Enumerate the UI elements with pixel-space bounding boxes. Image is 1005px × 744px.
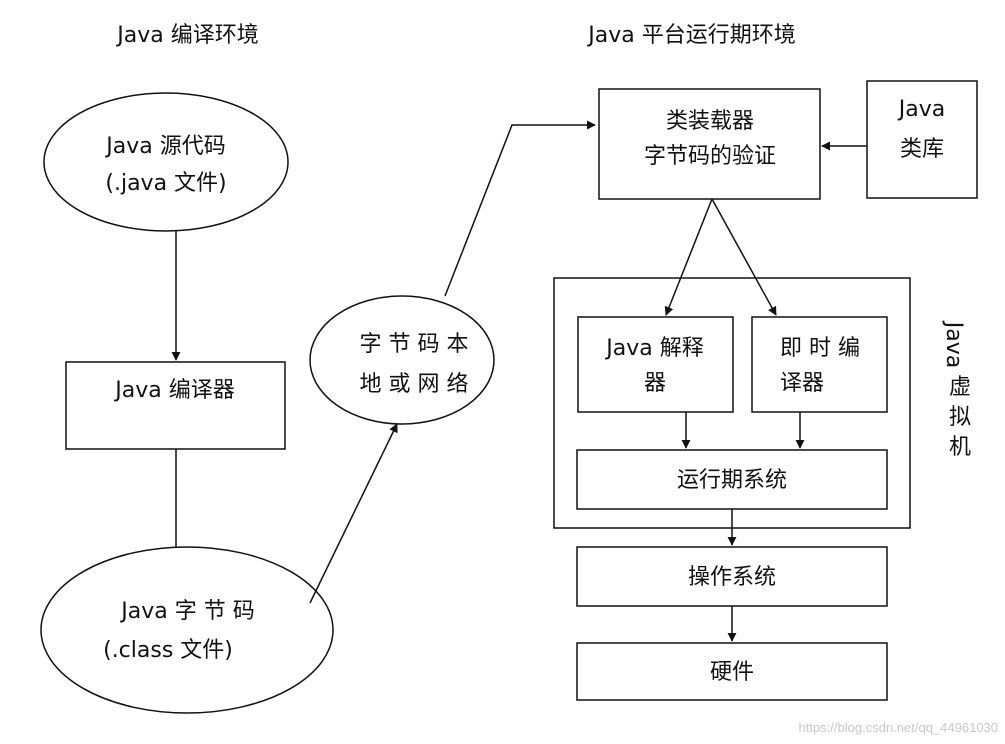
interpreter-line1: Java 解释 bbox=[604, 336, 703, 361]
jit-compiler-line2: 译器 bbox=[780, 371, 824, 396]
compile-env-heading: Java 编译环境 bbox=[115, 23, 258, 48]
class-loader-line1: 类装载器 bbox=[666, 109, 754, 134]
java-compiler-box bbox=[65, 361, 286, 450]
hardware-label: 硬件 bbox=[710, 660, 754, 685]
jvm-label-char1: 虚 bbox=[949, 375, 971, 400]
arrow-network-to-loader bbox=[444, 120, 596, 297]
bytecode-transfer-line1: 字 节 码 本 bbox=[360, 332, 469, 357]
watermark: https://blog.csdn.net/qq_44961030 bbox=[799, 720, 999, 735]
bytecode-transfer-ellipse bbox=[309, 295, 495, 425]
os-node: 操作系统 bbox=[576, 546, 888, 607]
java-bytecode-node: Java 字 节 码 (.class 文件) bbox=[40, 546, 334, 714]
arrow-bytecode-to-network bbox=[309, 423, 398, 604]
class-library-line2: 类库 bbox=[900, 137, 944, 162]
jvm-label-char3: 机 bbox=[949, 435, 971, 460]
runtime-system-box bbox=[576, 449, 888, 510]
class-library-box bbox=[866, 80, 978, 199]
class-library-node: Java 类库 bbox=[866, 80, 978, 199]
java-bytecode-line1: Java 字 节 码 bbox=[119, 599, 254, 624]
java-bytecode-ellipse bbox=[40, 546, 334, 714]
java-source-line1: Java 源代码 bbox=[104, 134, 225, 159]
java-compiler-label: Java 编译器 bbox=[113, 378, 234, 403]
arrow-loader-to-jit bbox=[711, 198, 777, 316]
interpreter-box bbox=[577, 316, 734, 413]
os-label: 操作系统 bbox=[688, 565, 776, 590]
java-source-ellipse bbox=[43, 92, 289, 232]
jvm-label-java: Java bbox=[941, 320, 966, 368]
jit-compiler-node: 即 时 编 译器 bbox=[751, 316, 888, 413]
class-library-line1: Java bbox=[897, 97, 945, 122]
class-loader-node: 类装载器 字节码的验证 bbox=[598, 88, 821, 200]
java-source-node: Java 源代码 (.java 文件) bbox=[43, 92, 289, 232]
class-loader-line2: 字节码的验证 bbox=[644, 144, 776, 169]
jit-compiler-box bbox=[751, 316, 888, 413]
runtime-system-label: 运行期系统 bbox=[677, 468, 787, 493]
interpreter-node: Java 解释 器 bbox=[577, 316, 734, 413]
class-loader-box bbox=[598, 88, 821, 200]
java-bytecode-line2: (.class 文件) bbox=[103, 638, 233, 663]
arrow-loader-to-interpreter bbox=[664, 198, 713, 316]
bytecode-transfer-node: 字 节 码 本 地 或 网 络 bbox=[309, 295, 495, 425]
hardware-node: 硬件 bbox=[576, 642, 888, 701]
jit-compiler-line1: 即 时 编 bbox=[780, 336, 860, 361]
runtime-env-heading: Java 平台运行期环境 bbox=[586, 23, 795, 48]
interpreter-line2: 器 bbox=[644, 371, 666, 396]
java-source-line2: (.java 文件) bbox=[105, 171, 226, 196]
bytecode-transfer-line2: 地 或 网 络 bbox=[360, 372, 469, 397]
jvm-label-char2: 拟 bbox=[949, 405, 971, 430]
jvm-label: Java 虚 拟 机 bbox=[941, 320, 971, 460]
hardware-box bbox=[576, 642, 888, 701]
java-compiler-node: Java 编译器 bbox=[65, 361, 286, 450]
runtime-system-node: 运行期系统 bbox=[576, 449, 888, 510]
